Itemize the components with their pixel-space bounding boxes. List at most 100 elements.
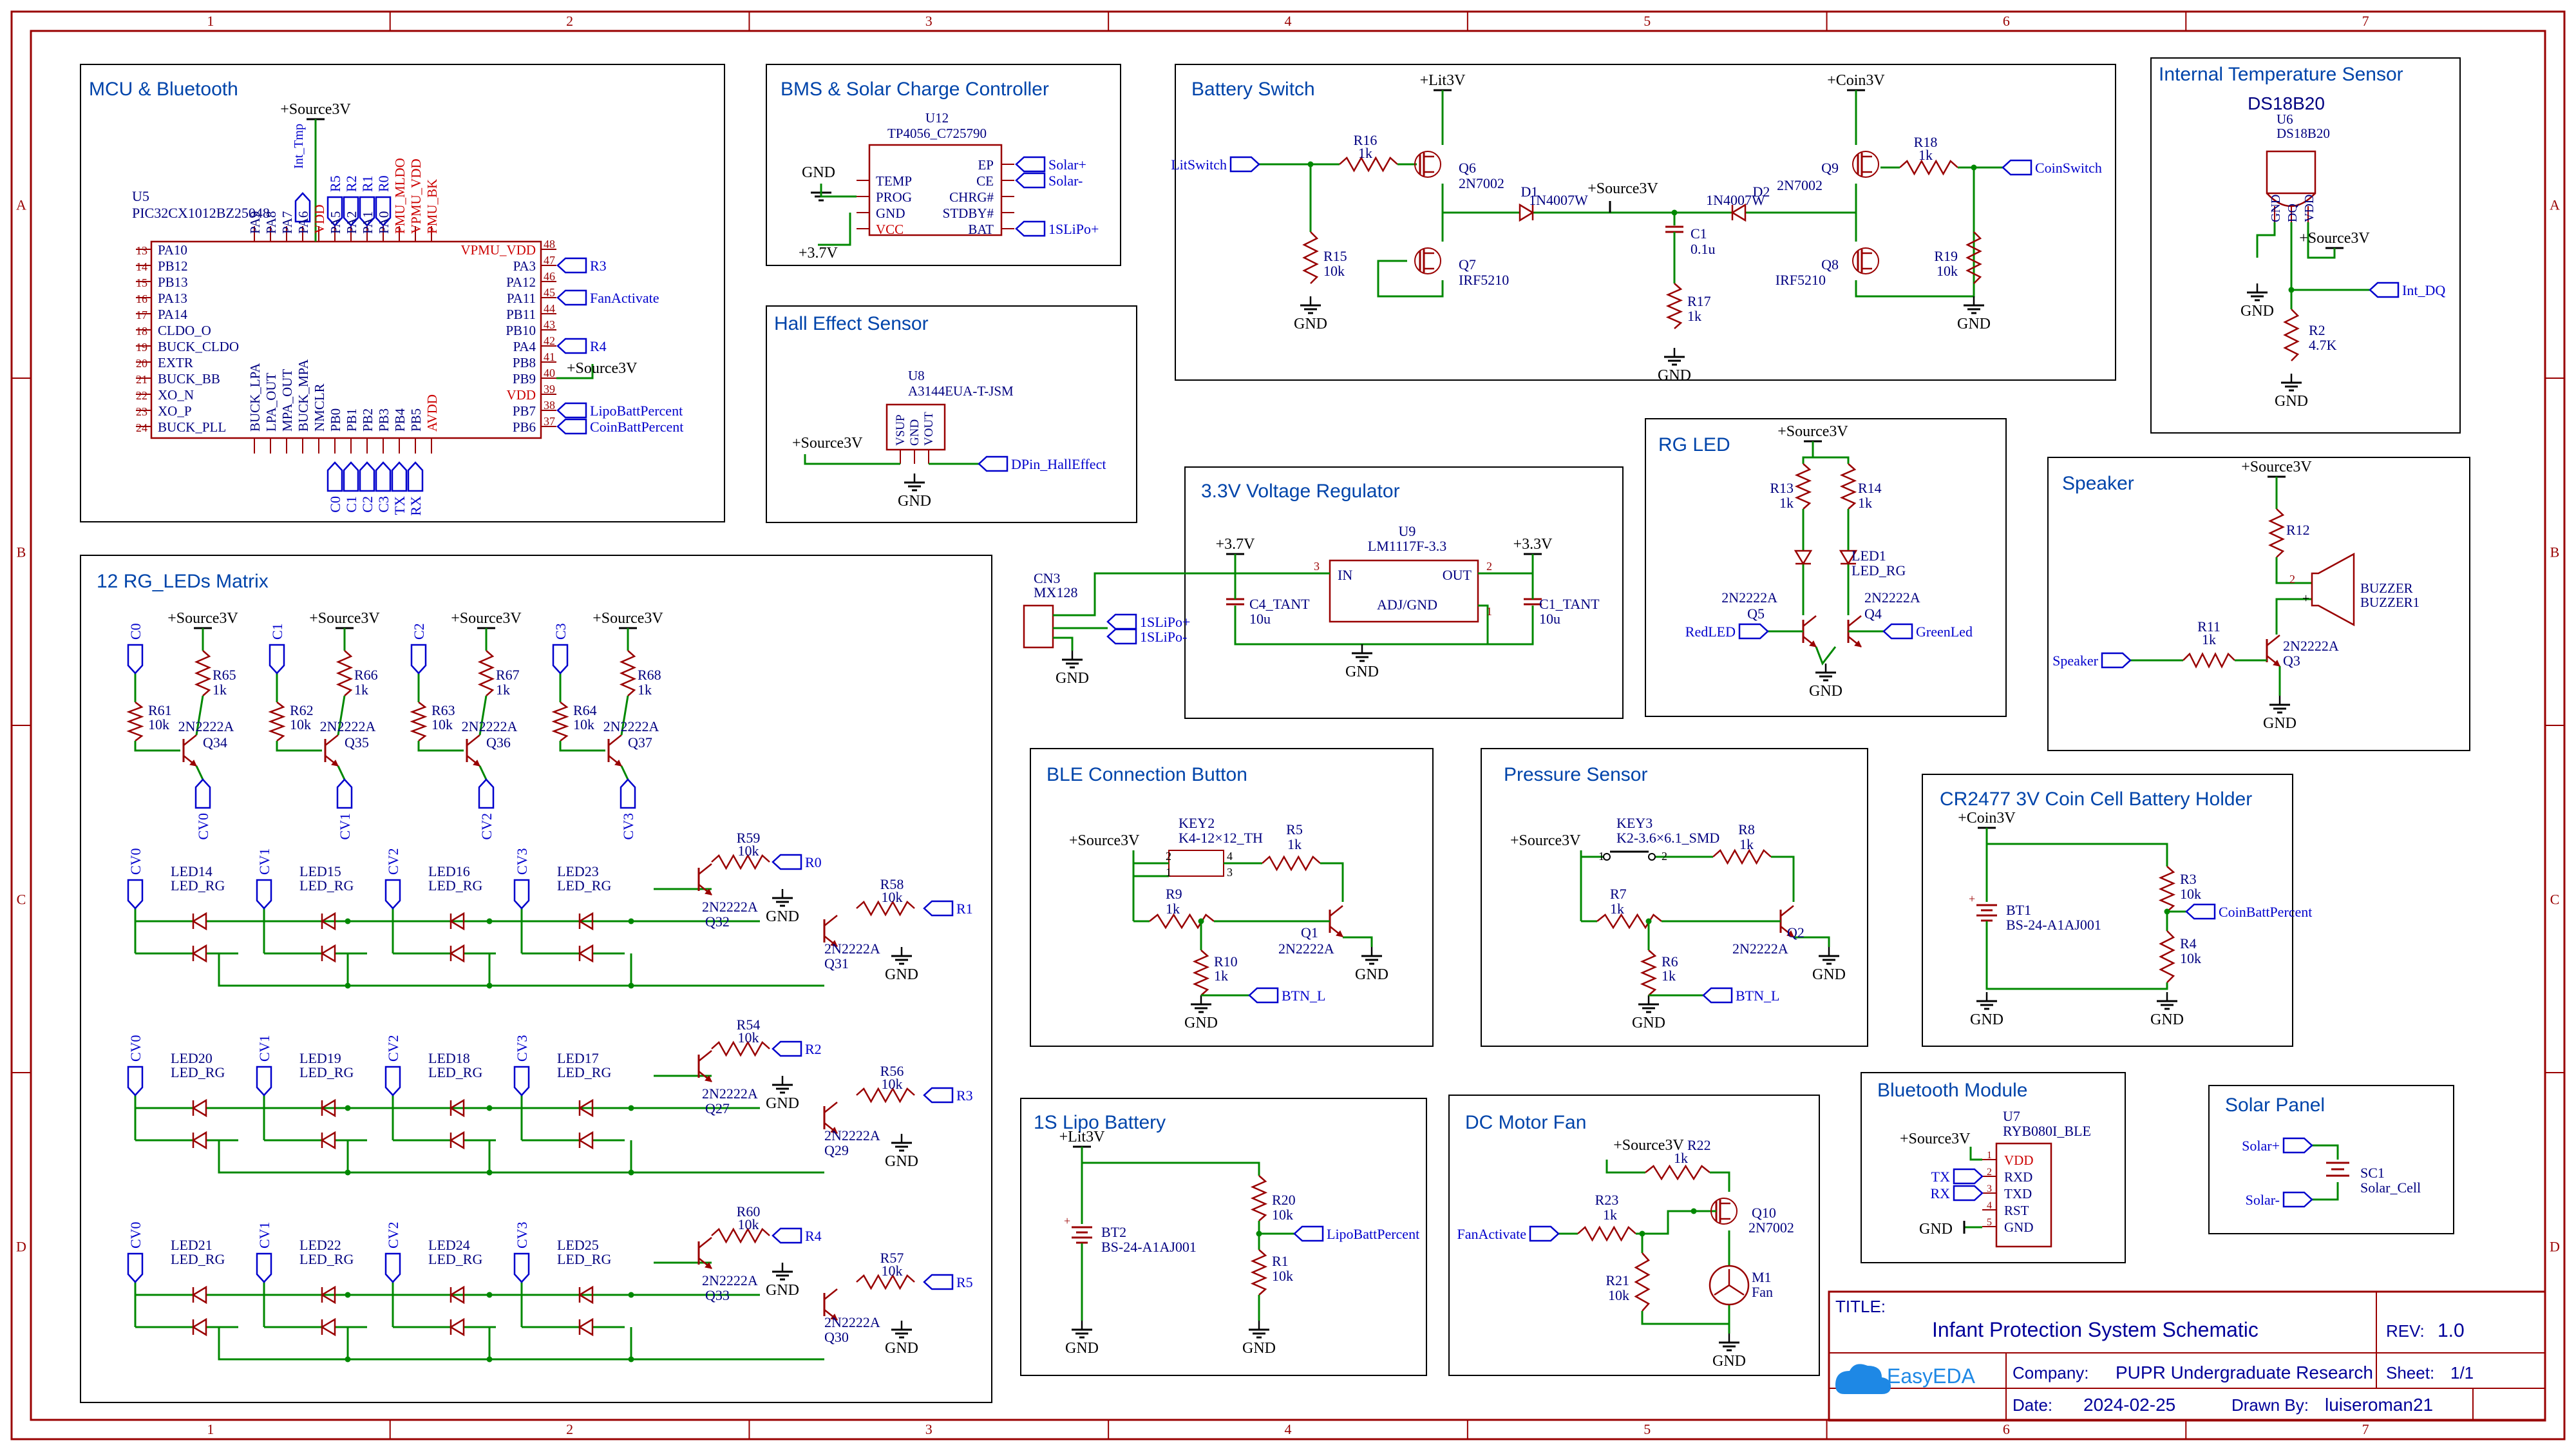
wire <box>1848 615 1862 627</box>
hall-chip <box>886 403 946 451</box>
led-bot <box>320 944 336 963</box>
junction <box>486 1356 493 1363</box>
part-ref: R22 <box>1687 1137 1711 1153</box>
net-flag <box>343 461 359 492</box>
gnd: GND <box>885 966 918 983</box>
batswitch-box <box>1175 64 2116 381</box>
net-flag <box>327 461 343 492</box>
title-block <box>1828 1290 2546 1422</box>
part-value: IRF5210 <box>1459 272 1509 288</box>
wire <box>1771 856 1795 902</box>
junction <box>345 1292 351 1298</box>
junction <box>628 1169 634 1176</box>
net-flag <box>407 461 424 492</box>
pin-number: 44 <box>544 302 555 315</box>
part-ref: BUZZER1 <box>2360 595 2420 610</box>
pin-number: 2 <box>1987 1167 1992 1178</box>
pin-name: PA12 <box>506 274 536 290</box>
temp-heading: DS18B20 <box>2248 93 2325 113</box>
led-ref: LED17 <box>557 1050 599 1066</box>
gnd: GND <box>766 1282 799 1299</box>
part-value: 10k <box>2180 950 2201 966</box>
reg-part: LM1117F-3.3 <box>1368 538 1446 554</box>
pin-number: 21 <box>136 373 147 386</box>
pin-name: PB5 <box>408 408 424 432</box>
part-value: 1k <box>2202 631 2216 647</box>
speaker-box <box>2047 457 2470 751</box>
pressure-net: BTN_L <box>1736 988 1779 1004</box>
led-ref: LED22 <box>299 1237 341 1253</box>
led-top <box>320 1285 336 1305</box>
rb <box>410 702 428 741</box>
led-ref: LED18 <box>428 1050 470 1066</box>
part-value: K2-3.6×6.1_SMD <box>1616 830 1719 846</box>
mcu-net: R5 <box>327 175 343 192</box>
mcu-title: MCU & Bluetooth <box>89 79 238 100</box>
pressure-title: Pressure Sensor <box>1504 764 1647 785</box>
r12 <box>2268 508 2285 558</box>
part-value: 2N7002 <box>1459 175 1504 191</box>
junction <box>1256 1230 1262 1237</box>
wire <box>478 695 488 736</box>
net-flag <box>556 257 587 274</box>
rgled-power: +Source3V <box>1777 423 1848 440</box>
part-ref: R5 <box>1286 821 1303 837</box>
pin-name: XO_P <box>158 403 192 419</box>
led-ref: LED15 <box>299 863 341 879</box>
btmod-chip <box>1995 1142 2052 1248</box>
d2 <box>1730 203 1747 222</box>
gnd: GND <box>1632 1015 1665 1031</box>
row-cv: CV2 <box>385 1035 401 1062</box>
pin-name: PB4 <box>392 408 408 432</box>
led-part: LED_RG <box>557 1064 611 1080</box>
wire <box>820 184 857 198</box>
pin-number: 1 <box>1987 1150 1992 1161</box>
rb <box>268 702 286 741</box>
r15 <box>1302 231 1319 284</box>
part-value: 2N2222A <box>178 718 234 734</box>
row-cv: CV1 <box>256 1035 272 1062</box>
conn-ref: CN3 <box>1034 570 1061 586</box>
part-ref: R21 <box>1605 1272 1629 1288</box>
col-out: CV3 <box>620 813 636 840</box>
net-flag <box>1882 623 1913 640</box>
gnd-label: GND <box>802 164 835 181</box>
pin-number: 4 <box>1227 850 1233 863</box>
net-flag <box>1229 156 1260 173</box>
pin-name: PB10 <box>506 323 536 338</box>
wires <box>12 12 2564 1439</box>
part-value: LED_RG <box>1852 562 1906 579</box>
part-value: 1k <box>1674 1150 1688 1166</box>
part-ref: Q27 <box>705 1100 730 1116</box>
pin-number: 19 <box>136 341 147 354</box>
net-flag <box>923 1274 954 1290</box>
pin-name: NMCLR <box>312 383 327 432</box>
wire <box>276 741 322 752</box>
bms-title: BMS & Solar Charge Controller <box>781 79 1049 100</box>
row-label: A <box>2550 197 2560 213</box>
power-label: +Source3V <box>1510 832 1581 849</box>
net-flag <box>772 1227 802 1244</box>
r20 <box>1250 1175 1268 1221</box>
row-cv: CV1 <box>256 848 272 875</box>
part-value: 1k <box>1779 495 1794 511</box>
pin-name: PA9 <box>247 211 263 234</box>
lit3v: +Lit3V <box>1420 72 1466 89</box>
led-bot <box>320 1131 336 1150</box>
net-flag <box>556 402 587 419</box>
junction <box>486 1292 493 1298</box>
led-ref: LED14 <box>171 863 213 879</box>
coin-box <box>1922 774 2293 1047</box>
pin-name: CHRG# <box>949 189 994 205</box>
part-ref: R65 <box>213 667 236 683</box>
gnd: GND <box>1712 1353 1746 1370</box>
wire <box>478 765 488 780</box>
mcu-net: R2 <box>343 175 359 192</box>
column-label: 5 <box>1643 13 1651 29</box>
power-label: +Source3V <box>1587 180 1658 197</box>
led-ref: LED19 <box>299 1050 341 1066</box>
net-flag <box>923 1087 954 1104</box>
part-ref: C1 <box>1690 225 1707 242</box>
part-ref: R56 <box>880 1063 904 1079</box>
gnd: GND <box>1056 670 1089 687</box>
